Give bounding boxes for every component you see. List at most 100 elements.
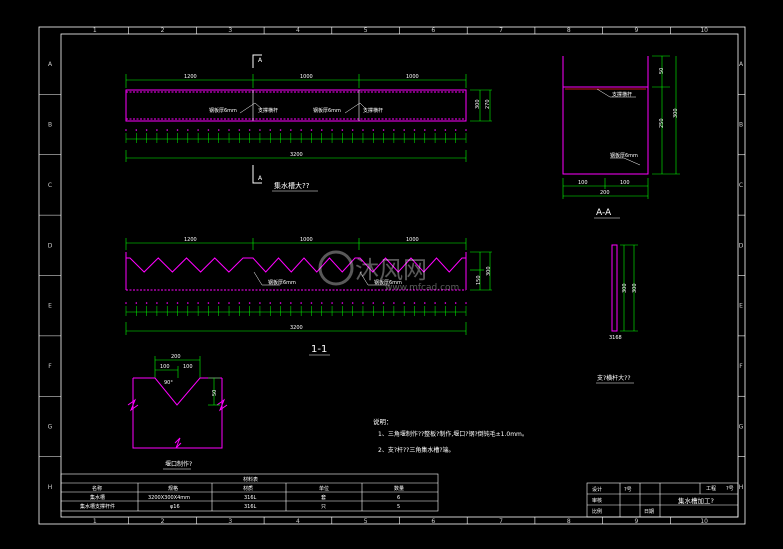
top-total-3200: 3200 bbox=[290, 152, 303, 158]
row-label-left: G bbox=[48, 423, 53, 430]
mt-row2-name: 集水槽支撑杆件 bbox=[80, 503, 115, 510]
tooth-dim-dot bbox=[187, 129, 189, 131]
weir-detail: 200 100 100 90° 50 堰口制作? bbox=[127, 354, 228, 470]
tb-cell-scale: 比例 bbox=[592, 508, 602, 515]
mt-row2-unit: 只 bbox=[321, 504, 326, 510]
tooth-dim-dot bbox=[403, 129, 405, 131]
front-callout-plate-2: 钢板厚6mm bbox=[374, 279, 402, 286]
section-a-a-outline bbox=[562, 56, 649, 175]
tooth-dim-dot bbox=[444, 302, 447, 304]
tooth-dim-dot bbox=[362, 302, 364, 304]
tooth-dim-dot bbox=[382, 129, 385, 131]
top-callout-plate-1: 钢板厚6mm bbox=[209, 107, 237, 114]
column-label-bottom: 10 bbox=[700, 518, 708, 525]
column-label-bottom: 5 bbox=[364, 518, 368, 525]
tooth-dim-dot bbox=[269, 302, 272, 304]
tooth-dim-dot bbox=[197, 302, 199, 304]
row-label-right: D bbox=[739, 242, 744, 249]
weir-angle: 90° bbox=[164, 380, 173, 386]
tb-cell-drawing-no: ?号 bbox=[726, 486, 734, 492]
mt-row2-qty: 5 bbox=[397, 504, 400, 510]
notes-line-2: 2、支?杆??三角集水槽?端。 bbox=[378, 446, 455, 454]
front-total-3200: 3200 bbox=[290, 325, 303, 331]
front-dim-1200: 1200 bbox=[184, 237, 197, 243]
column-label-top: 10 bbox=[700, 27, 708, 34]
mt-header-material: 材质 bbox=[243, 485, 253, 492]
mt-header-name: 名称 bbox=[92, 485, 102, 492]
top-height-300: 300 bbox=[475, 99, 481, 109]
row-label-left: C bbox=[48, 182, 52, 189]
tooth-dim-dot bbox=[423, 129, 426, 131]
tooth-dim-dot bbox=[393, 302, 395, 304]
material-table-grid bbox=[60, 473, 439, 512]
tooth-dim-dot bbox=[228, 129, 230, 131]
tooth-dim-dot bbox=[320, 129, 323, 131]
tooth-dim-dot bbox=[413, 129, 416, 131]
row-label-right: G bbox=[739, 423, 744, 430]
tooth-dim-dot bbox=[145, 129, 148, 131]
tooth-dim-dot bbox=[300, 129, 302, 131]
tb-cell-number: ?号 bbox=[624, 487, 632, 493]
aa-dim-100b: 100 bbox=[620, 180, 630, 186]
tooth-dim-dot bbox=[290, 129, 292, 131]
support-bar-label: 3168 bbox=[609, 335, 622, 341]
front-tooth-spacing-dims bbox=[125, 302, 467, 316]
tooth-dim-dot bbox=[362, 129, 364, 131]
weir-depth-dim bbox=[208, 377, 220, 406]
column-label-bottom: 7 bbox=[499, 518, 503, 525]
support-bar-detail: 300 300 3168 支?横杆大?? bbox=[596, 244, 638, 384]
top-callout-plate-2: 钢板厚6mm bbox=[313, 107, 341, 114]
column-label-top: 2 bbox=[161, 27, 165, 34]
notes-line-1: 1、三角堰制作??整板?制作,堰口?钢?倒钝毛±1.0mm。 bbox=[378, 430, 528, 438]
mt-row2-spec: φ16 bbox=[170, 504, 180, 510]
tooth-dim-dot bbox=[176, 302, 179, 304]
tooth-dim-dot bbox=[248, 302, 251, 304]
tooth-dim-dot bbox=[238, 129, 241, 131]
row-label-left: D bbox=[48, 242, 53, 249]
row-label-left: A bbox=[48, 61, 53, 68]
tooth-dim-dot bbox=[393, 129, 395, 131]
tooth-dim-dot bbox=[310, 129, 313, 131]
front-height-300: 300 bbox=[486, 266, 492, 276]
tooth-dim-dot bbox=[331, 302, 333, 304]
material-table: 材料表 名称 规格 材质 单位 数量 集水槽 3200X300X4mm 316L… bbox=[60, 473, 439, 512]
column-label-top: 3 bbox=[228, 27, 232, 34]
weir-detail-dims bbox=[154, 356, 201, 378]
support-dim-300b: 300 bbox=[632, 283, 638, 293]
column-label-top: 5 bbox=[364, 27, 368, 34]
mt-row1-spec: 3200X300X4mm bbox=[148, 495, 190, 501]
front-callout-plate-1: 钢板厚6mm bbox=[268, 279, 296, 286]
tooth-dim-dot bbox=[320, 302, 323, 304]
tooth-dim-dot bbox=[197, 129, 199, 131]
tooth-dim-dot bbox=[125, 302, 127, 304]
tb-cell-review: 审核 bbox=[592, 497, 602, 504]
tooth-dim-dot bbox=[279, 302, 282, 304]
tooth-dim-dot bbox=[413, 302, 416, 304]
tooth-dim-dot bbox=[444, 129, 447, 131]
tb-drawing-title: 集水槽加工? bbox=[678, 496, 714, 505]
tooth-dim-dot bbox=[382, 302, 385, 304]
column-label-top: 9 bbox=[635, 27, 639, 34]
tooth-dim-dot bbox=[135, 129, 138, 131]
section-a-a-caption: A-A bbox=[596, 208, 612, 218]
top-height-dims bbox=[470, 89, 492, 122]
row-label-right: C bbox=[739, 182, 743, 189]
row-label-left: H bbox=[48, 484, 53, 491]
top-tooth-spacing-dims bbox=[125, 129, 467, 143]
notes-title: 说明： bbox=[373, 417, 393, 426]
trough-supports bbox=[252, 90, 360, 121]
weir-dim-200: 200 bbox=[171, 354, 181, 360]
weir-detail-outline bbox=[127, 377, 228, 449]
tooth-dim-dot bbox=[465, 129, 467, 131]
top-dim-1000b: 1000 bbox=[406, 74, 419, 80]
tooth-dim-dot bbox=[341, 129, 344, 131]
top-view: A A 1200 1000 1000 钢板厚6mm bbox=[125, 54, 492, 192]
title-block: 工程 ?号 设计 审核 ?号 比例 日期 集水槽加工? bbox=[586, 482, 739, 518]
watermark: 沐风网 www.mfcad.com bbox=[318, 250, 459, 293]
trough-top-outline bbox=[125, 89, 467, 122]
row-label-right: B bbox=[739, 122, 743, 129]
front-height-dims bbox=[470, 251, 492, 291]
mt-header-unit: 单位 bbox=[319, 485, 329, 492]
